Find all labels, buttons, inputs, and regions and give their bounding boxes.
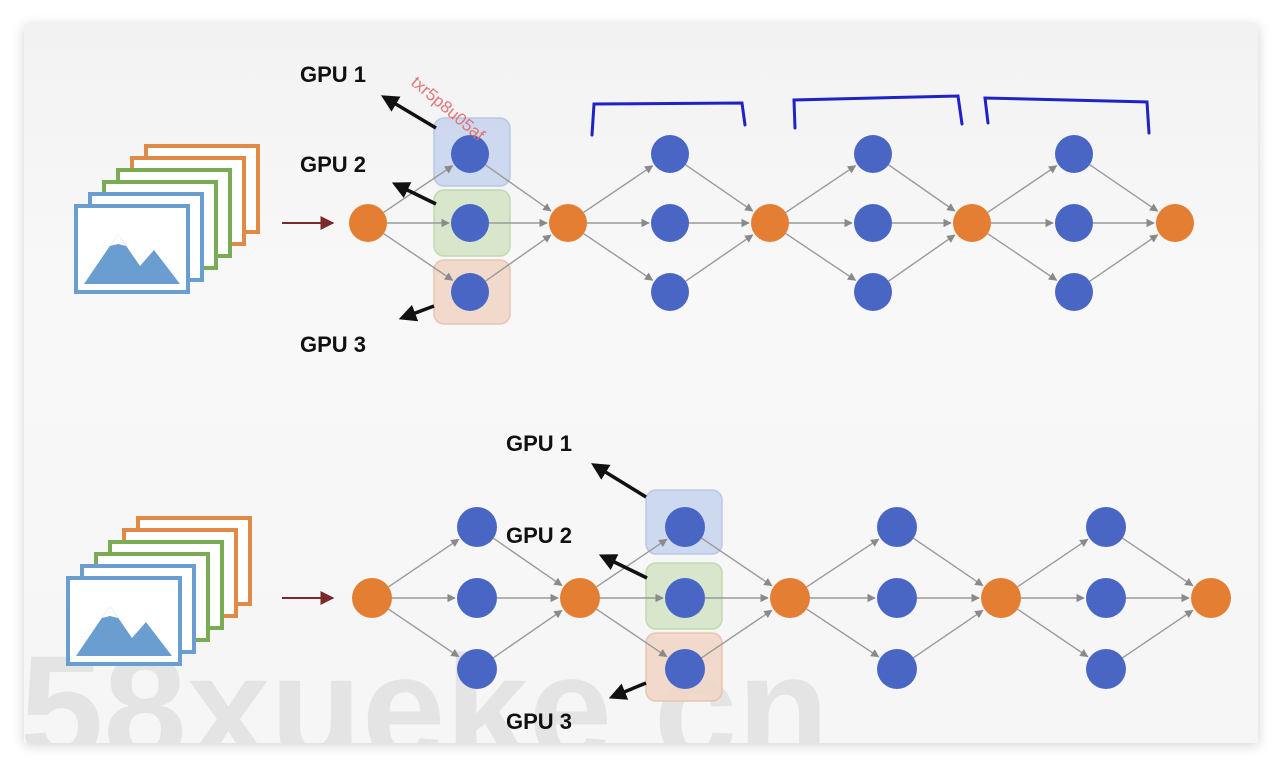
orange-node: [751, 204, 789, 242]
network-edge: [1122, 537, 1194, 587]
network-edge: [685, 164, 754, 212]
gpu2-pointer-arrow: [598, 554, 648, 580]
gpu2-label: GPU 2: [506, 523, 572, 548]
blue-node: [451, 204, 489, 242]
gpu1-label: GPU 1: [506, 431, 572, 456]
network-edge: [1017, 608, 1089, 658]
network-edge: [701, 609, 773, 659]
network-edge: [1089, 234, 1159, 282]
gpu1-pointer-arrow: [380, 95, 437, 130]
blue-node: [1086, 649, 1126, 689]
network-edge: [388, 538, 460, 588]
network-edge: [493, 609, 563, 659]
gpu3-label: GPU 3: [300, 332, 366, 357]
gpu2-pointer-arrow: [391, 182, 437, 206]
network-edge: [596, 608, 668, 658]
orange-node: [549, 204, 587, 242]
network-edge: [383, 233, 454, 281]
snow-cap: [102, 606, 118, 618]
orange-node: [349, 204, 387, 242]
gpu2-label: GPU 2: [300, 152, 366, 177]
network-edge: [583, 165, 654, 213]
network-edge: [785, 165, 857, 214]
blue-node: [457, 507, 497, 547]
network-edge: [785, 232, 857, 281]
blue-node: [451, 135, 489, 173]
network-edge: [987, 165, 1058, 213]
blue-node: [877, 649, 917, 689]
network-edge: [888, 234, 956, 282]
layer-bracket: [590, 101, 747, 137]
image-stack-icon: [74, 144, 260, 294]
gpu1-label: GPU 1: [300, 62, 366, 87]
layer-bracket: [792, 94, 964, 130]
network-edge: [1122, 609, 1194, 659]
network-edge: [987, 233, 1058, 281]
blue-node: [854, 204, 892, 242]
network-edge: [913, 609, 984, 659]
blue-node: [854, 135, 892, 173]
network-edges: [383, 164, 1194, 659]
blue-node: [451, 273, 489, 311]
orange-node: [1156, 204, 1194, 242]
network-edge: [388, 608, 460, 658]
blue-node: [877, 578, 917, 618]
snow-cap: [110, 234, 126, 246]
layer-bracket: [983, 96, 1151, 135]
blue-node: [457, 649, 497, 689]
blue-node: [1055, 273, 1093, 311]
gpu3-label: GPU 3: [506, 709, 572, 734]
network-edge: [383, 165, 454, 213]
network-edge: [806, 538, 880, 588]
blue-node: [1055, 135, 1093, 173]
blue-node: [651, 204, 689, 242]
network-edge: [1089, 164, 1159, 212]
network-edge: [1017, 538, 1089, 588]
blue-node: [1055, 204, 1093, 242]
mountain-icon: [84, 234, 180, 284]
orange-node: [981, 578, 1021, 618]
network-edge: [701, 537, 773, 587]
slide: 58xueke cn GPU 1 GPU 2 GPU 3 GPU 1 GPU 2…: [24, 24, 1258, 743]
network-edge: [913, 537, 984, 587]
network-edge: [685, 234, 754, 282]
orange-node: [1191, 578, 1231, 618]
diagram-canvas: 58xueke cn GPU 1 GPU 2 GPU 3 GPU 1 GPU 2…: [24, 62, 1231, 743]
network-edge: [485, 164, 552, 212]
blue-node: [1086, 507, 1126, 547]
network-edge: [806, 608, 880, 658]
blue-node: [651, 135, 689, 173]
orange-node: [770, 578, 810, 618]
orange-node: [352, 578, 392, 618]
blue-node: [1086, 578, 1126, 618]
network-edge: [493, 537, 563, 587]
blue-node: [665, 649, 705, 689]
gpu3-pointer-arrow: [608, 681, 647, 700]
network-edge: [596, 538, 668, 588]
blue-node: [651, 273, 689, 311]
blue-node: [665, 507, 705, 547]
network-nodes: [349, 135, 1231, 689]
orange-node: [560, 578, 600, 618]
gpu1-pointer-arrow: [591, 463, 647, 499]
image-stack-icon: [66, 516, 252, 666]
blue-node: [877, 507, 917, 547]
blue-node: [457, 578, 497, 618]
orange-node: [953, 204, 991, 242]
gpu3-pointer-arrow: [398, 304, 435, 322]
network-edge: [888, 164, 956, 212]
network-edge: [583, 233, 654, 281]
blue-node: [665, 578, 705, 618]
network-edge: [485, 234, 552, 282]
blue-node: [854, 273, 892, 311]
mountain-icon: [76, 606, 172, 656]
